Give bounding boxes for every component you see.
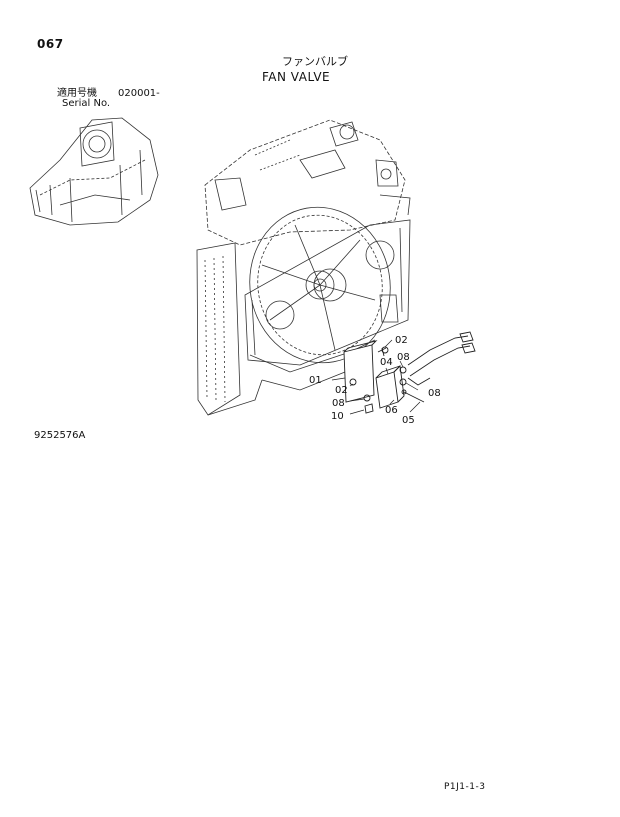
callout-01: 01: [309, 375, 322, 386]
serial-label-english: Serial No.: [62, 98, 111, 109]
leader-lines: [331, 339, 421, 415]
callout-04: 04: [380, 357, 393, 368]
serial-range: 020001-: [118, 88, 160, 99]
machine-thumbnail: [29, 117, 159, 226]
fan-valve-assembly: [343, 331, 476, 414]
callout-08-upper: 08: [397, 352, 410, 363]
callout-10: 10: [331, 411, 344, 422]
title-japanese: ファンバルブ: [282, 55, 348, 68]
callout-05: 05: [402, 415, 415, 426]
callout-06: 06: [385, 405, 398, 416]
radiator-assembly: [196, 119, 411, 416]
page-code: P1J1-1-3: [444, 782, 486, 792]
drawing-number: 9252576A: [34, 430, 86, 441]
page-number: 067: [37, 37, 64, 51]
callout-02-lower: 02: [335, 385, 348, 396]
serial-label-japanese: 適用号機: [57, 88, 97, 99]
callout-02-upper: 02: [395, 335, 408, 346]
callout-08-left: 08: [332, 398, 345, 409]
callout-08-right: 08: [428, 388, 441, 399]
title-english: FAN VALVE: [262, 70, 331, 84]
